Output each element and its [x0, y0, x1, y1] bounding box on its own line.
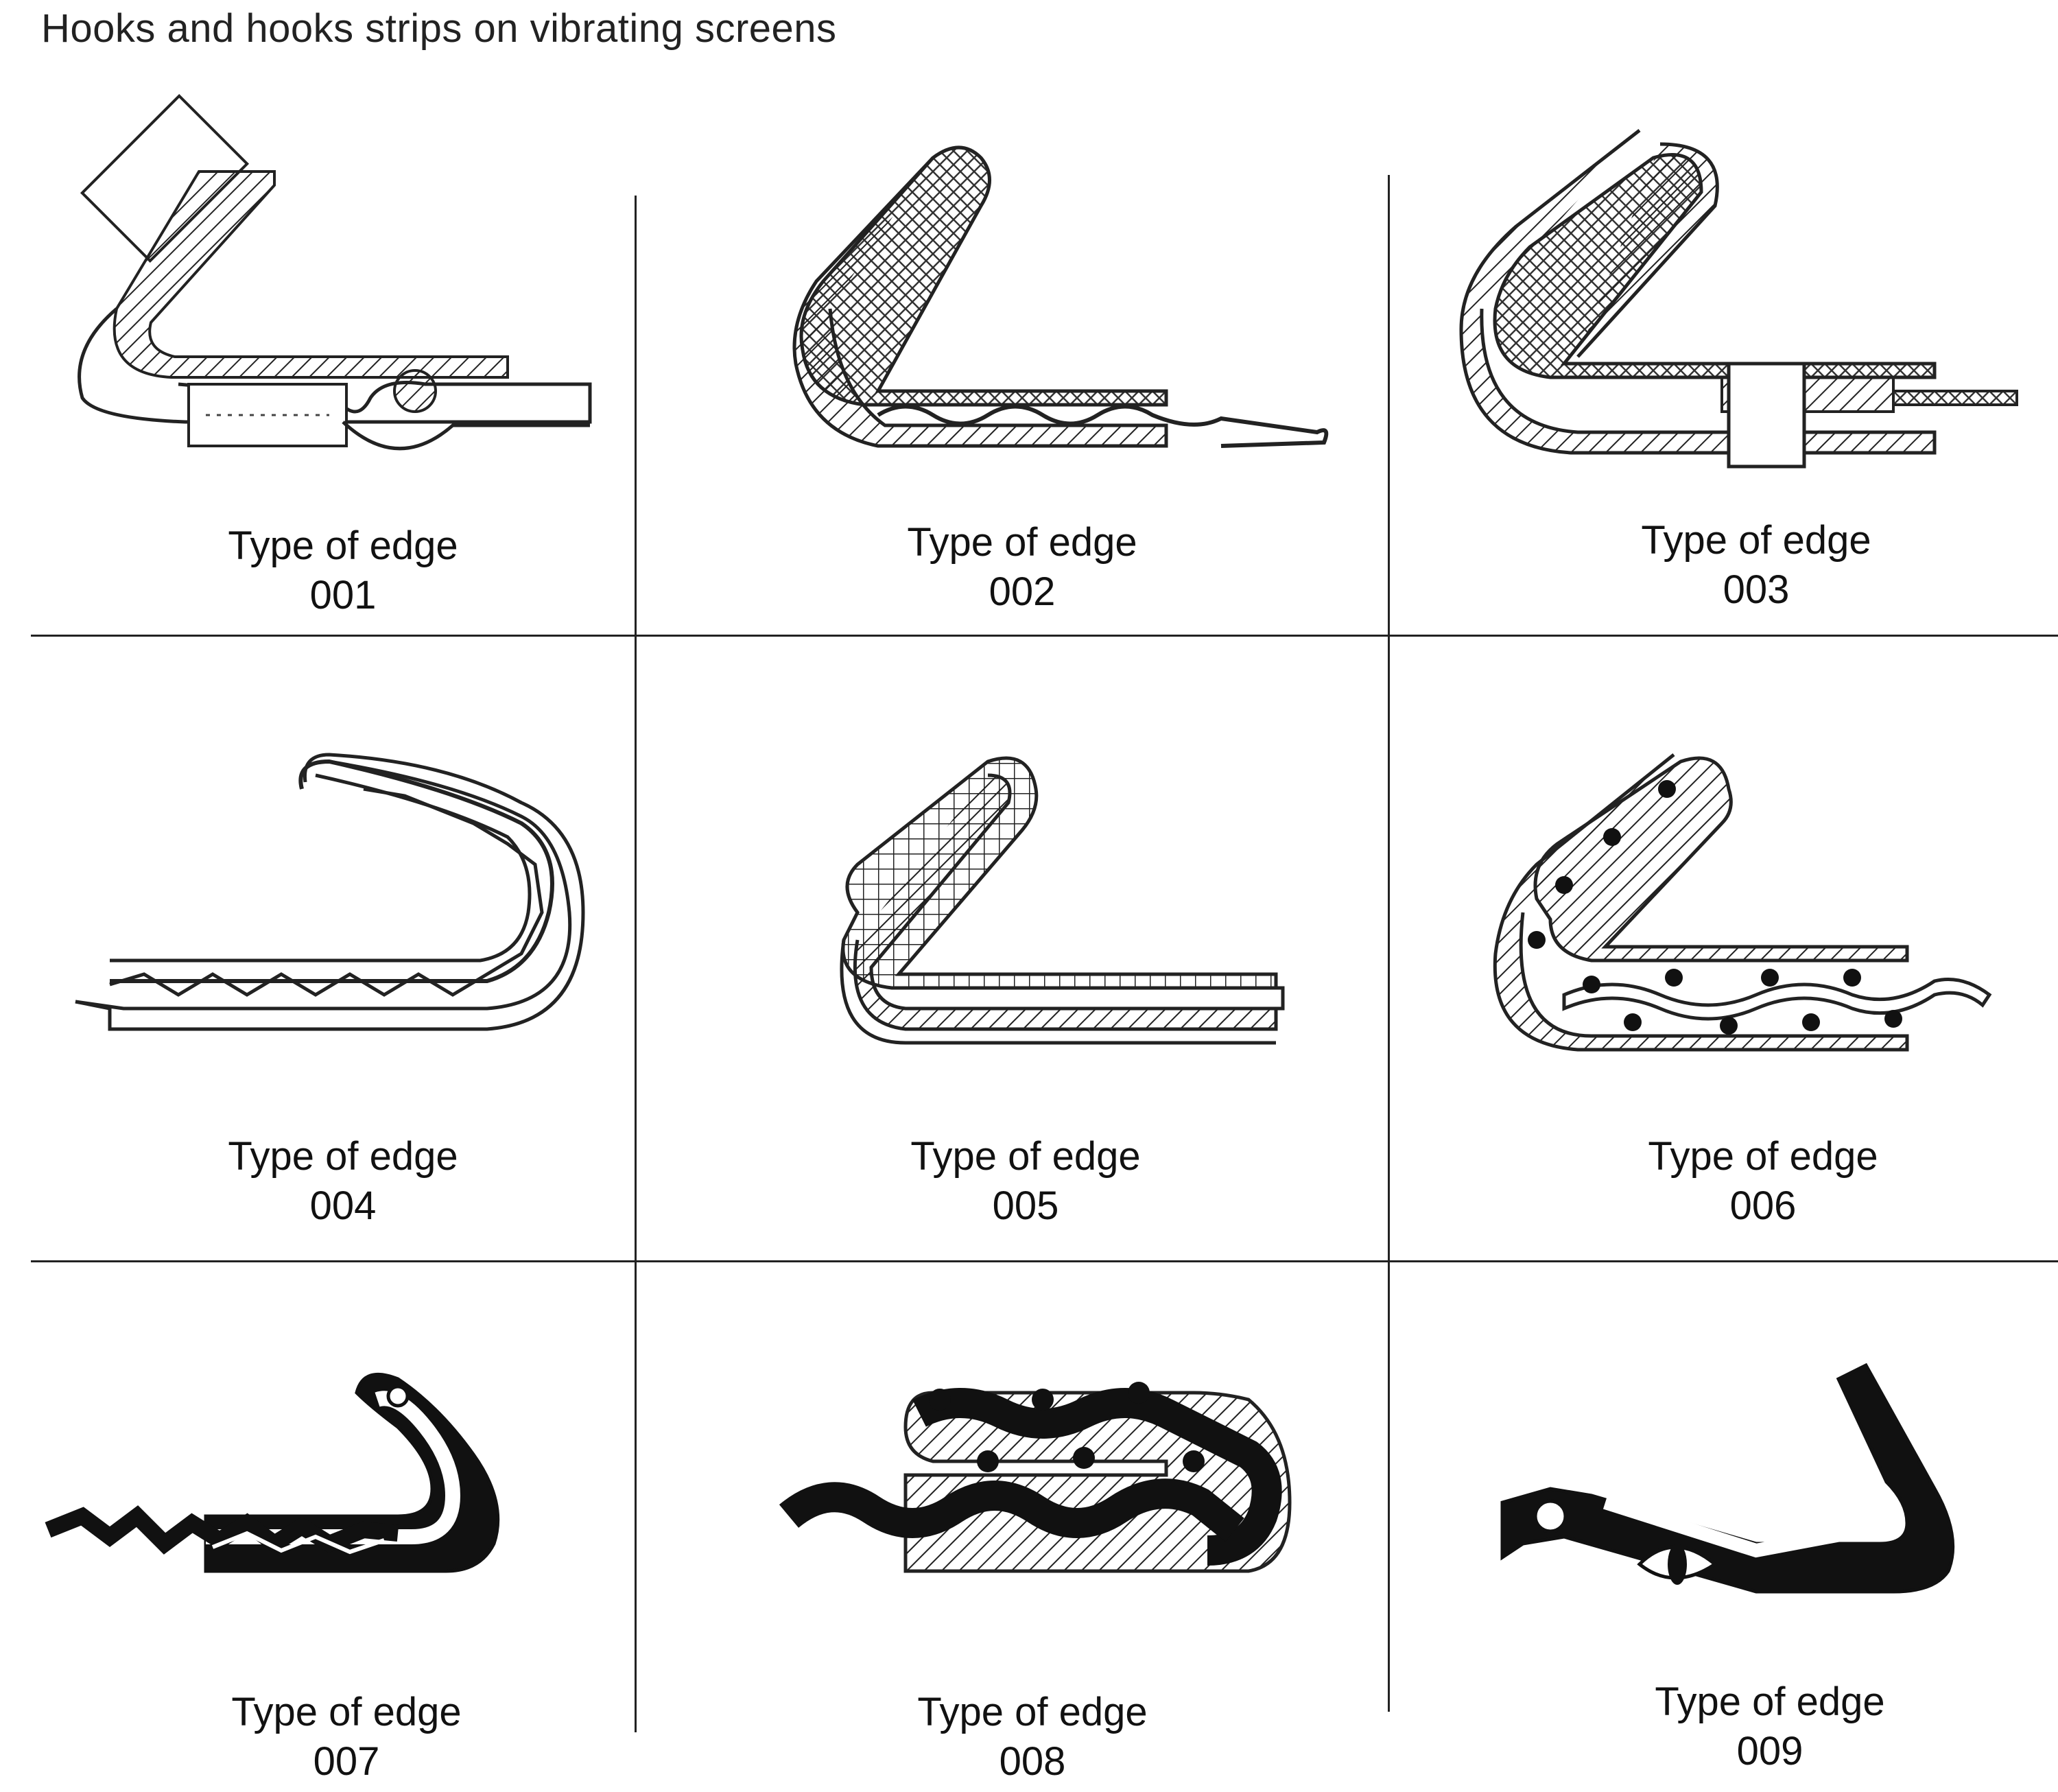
hook-strip-007-icon: [45, 1372, 500, 1573]
hook-strip-003-icon: [1459, 129, 2018, 469]
edge-cell-003: Type of edge 003: [1413, 103, 2031, 631]
edge-caption-label: Type of edge: [917, 1690, 1148, 1734]
edge-caption-label: Type of edge: [910, 1134, 1141, 1179]
edge-caption-001: Type of edge 001: [137, 521, 549, 620]
edge-caption-005: Type of edge 005: [820, 1132, 1231, 1231]
edge-caption-label: Type of edge: [228, 1134, 458, 1179]
hook-strip-002-icon: [792, 145, 1329, 448]
edge-caption-label: Type of edge: [1648, 1134, 1878, 1179]
edge-code: 009: [1736, 1729, 1803, 1773]
edge-caption-009: Type of edge 009: [1564, 1677, 1976, 1776]
edge-code: 006: [1729, 1183, 1797, 1228]
edge-code: 002: [989, 569, 1056, 614]
hook-strip-005-icon: [840, 756, 1285, 1045]
page-title: Hooks and hooks strips on vibrating scre…: [41, 6, 837, 51]
edge-code: 004: [309, 1183, 377, 1228]
edge-caption-007: Type of edge 007: [141, 1688, 552, 1787]
edge-cell-006: Type of edge 006: [1413, 748, 2031, 1255]
hook-strip-008-icon: [779, 1382, 1292, 1573]
grid-divider-vertical-1: [635, 196, 637, 1732]
edge-caption-label: Type of edge: [1641, 518, 1871, 563]
hook-strip-001-icon: [78, 93, 592, 451]
edge-caption-004: Type of edge 004: [137, 1132, 549, 1231]
grid-divider-vertical-2: [1388, 175, 1390, 1712]
edge-cell-008: Type of edge 008: [727, 1365, 1345, 1791]
edge-caption-003: Type of edge 003: [1550, 516, 1962, 615]
edge-caption-006: Type of edge 006: [1557, 1132, 1969, 1231]
edge-cell-004: Type of edge 004: [41, 748, 631, 1255]
edge-caption-label: Type of edge: [907, 520, 1137, 565]
edge-caption-label: Type of edge: [1655, 1679, 1885, 1724]
edge-cell-002: Type of edge 002: [727, 103, 1345, 631]
edge-code: 007: [313, 1739, 380, 1784]
edge-cell-005: Type of edge 005: [727, 748, 1345, 1255]
edge-code: 008: [999, 1739, 1066, 1784]
edge-cell-001: Type of edge 001: [41, 93, 631, 631]
edge-caption-label: Type of edge: [231, 1690, 462, 1734]
edge-code: 001: [309, 573, 377, 617]
edge-caption-label: Type of edge: [228, 523, 458, 568]
edge-cell-009: Type of edge 009: [1413, 1363, 2031, 1791]
grid-divider-horizontal-2: [31, 1260, 2058, 1262]
hook-strip-009-icon: [1500, 1363, 1955, 1594]
hook-strip-004-icon: [75, 753, 585, 1031]
edge-caption-008: Type of edge 008: [827, 1688, 1238, 1787]
hook-strip-006-icon: [1493, 753, 1992, 1052]
edge-code: 005: [992, 1183, 1059, 1228]
edge-cell-007: Type of edge 007: [41, 1365, 631, 1791]
edge-code: 003: [1723, 567, 1790, 612]
edge-caption-002: Type of edge 002: [816, 518, 1228, 617]
grid-divider-horizontal-1: [31, 635, 2058, 637]
